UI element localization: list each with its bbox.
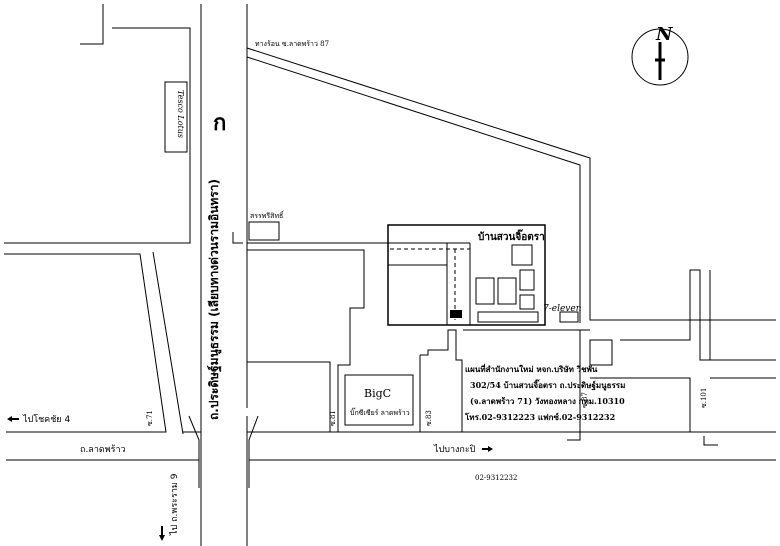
road-edge [246,56,581,323]
compass-north-label: N [655,24,674,45]
office-info-line: (จ.ลาดพร้าว 71) วังทองหลาง กทม.10310 [470,396,625,406]
compound-unit [475,277,495,305]
junction-label: ทางร้อน ซ.ลาดพร้าว 87 [255,40,329,48]
ladprao-road-label: ถ.ลาดพร้าว [80,444,126,455]
soi-71-label: ซ.71 [146,410,154,426]
seven-eleven-box [559,311,579,323]
block-outline [420,329,463,432]
block-outline [247,361,331,432]
bigc-label: BigC [364,387,391,400]
soi-83-label: ซ.83 [425,410,433,426]
village-label: บ้านสวนจิ๊อตรา [478,229,545,243]
soi-87-label: ซ.87 [581,392,589,408]
compass-icon [631,28,689,86]
compound-unit [477,311,539,323]
to-chokchai-label: ไปโชคชัย 4 [22,414,70,425]
road-edge [152,251,184,435]
office-info-line: โทร.02-9312223 แฟกซ์.02-9312232 [464,412,615,422]
bigc-sub-label: บิ๊กซีเซียร์ ลาดพร้าว [350,407,410,417]
turn-arrow-icon [703,436,718,446]
arrow-down-icon [159,535,165,541]
tesco-label: Tesco Lotus [176,90,185,138]
road-edge [4,253,167,433]
block-outline [620,269,776,361]
phone-label: 02-9312232 [475,474,517,482]
block-outline [590,377,691,432]
seven-eleven-label: 7-eleven [543,304,582,314]
office-info-line: 302/54 บ้านสวนจิ๊อตรา ถ.ประดิษฐ์มนูธรรม [470,379,625,391]
road-edge [246,47,776,321]
compass-arrow-icon [655,42,665,80]
ramp [188,415,200,488]
petrol-station [248,221,280,241]
bigc-building [344,374,414,426]
compound-unit [519,294,535,310]
compound-unit [519,269,535,291]
turn-arrow-icon [232,232,243,244]
soi-101-label: ซ.101 [700,388,708,408]
kor-label: ก [213,111,226,136]
main-road-label: ถ.ประดิษฐ์มนูธรรม (เลียบทางด่วนรามอินทรา… [207,179,222,420]
compound-unit [511,244,533,266]
ramp [248,415,259,488]
block-outline [589,339,613,366]
road-edge [80,4,104,45]
compound-unit [497,277,517,305]
soi-81-label: ซ.81 [329,410,337,426]
tesco-box [164,81,188,153]
office-marker [450,310,462,318]
turn-arrow-icon [567,432,581,441]
to-rama9-label: ไป ถ.พระราม 9 [169,473,180,536]
arrow-right-icon [488,446,493,452]
village-compound [387,224,546,326]
to-bangkapi-label: ไปบางกะปิ [433,444,476,455]
arrow-left-icon [7,416,12,422]
petrol-station-label: สรรพรีสิทธิ์ [250,210,285,220]
office-info-line: แผนที่สำนักงานใหม่ หจก.บริษัท วีชพัน [465,363,598,374]
block-outline-tesco [4,27,191,244]
block-outline [247,249,365,432]
